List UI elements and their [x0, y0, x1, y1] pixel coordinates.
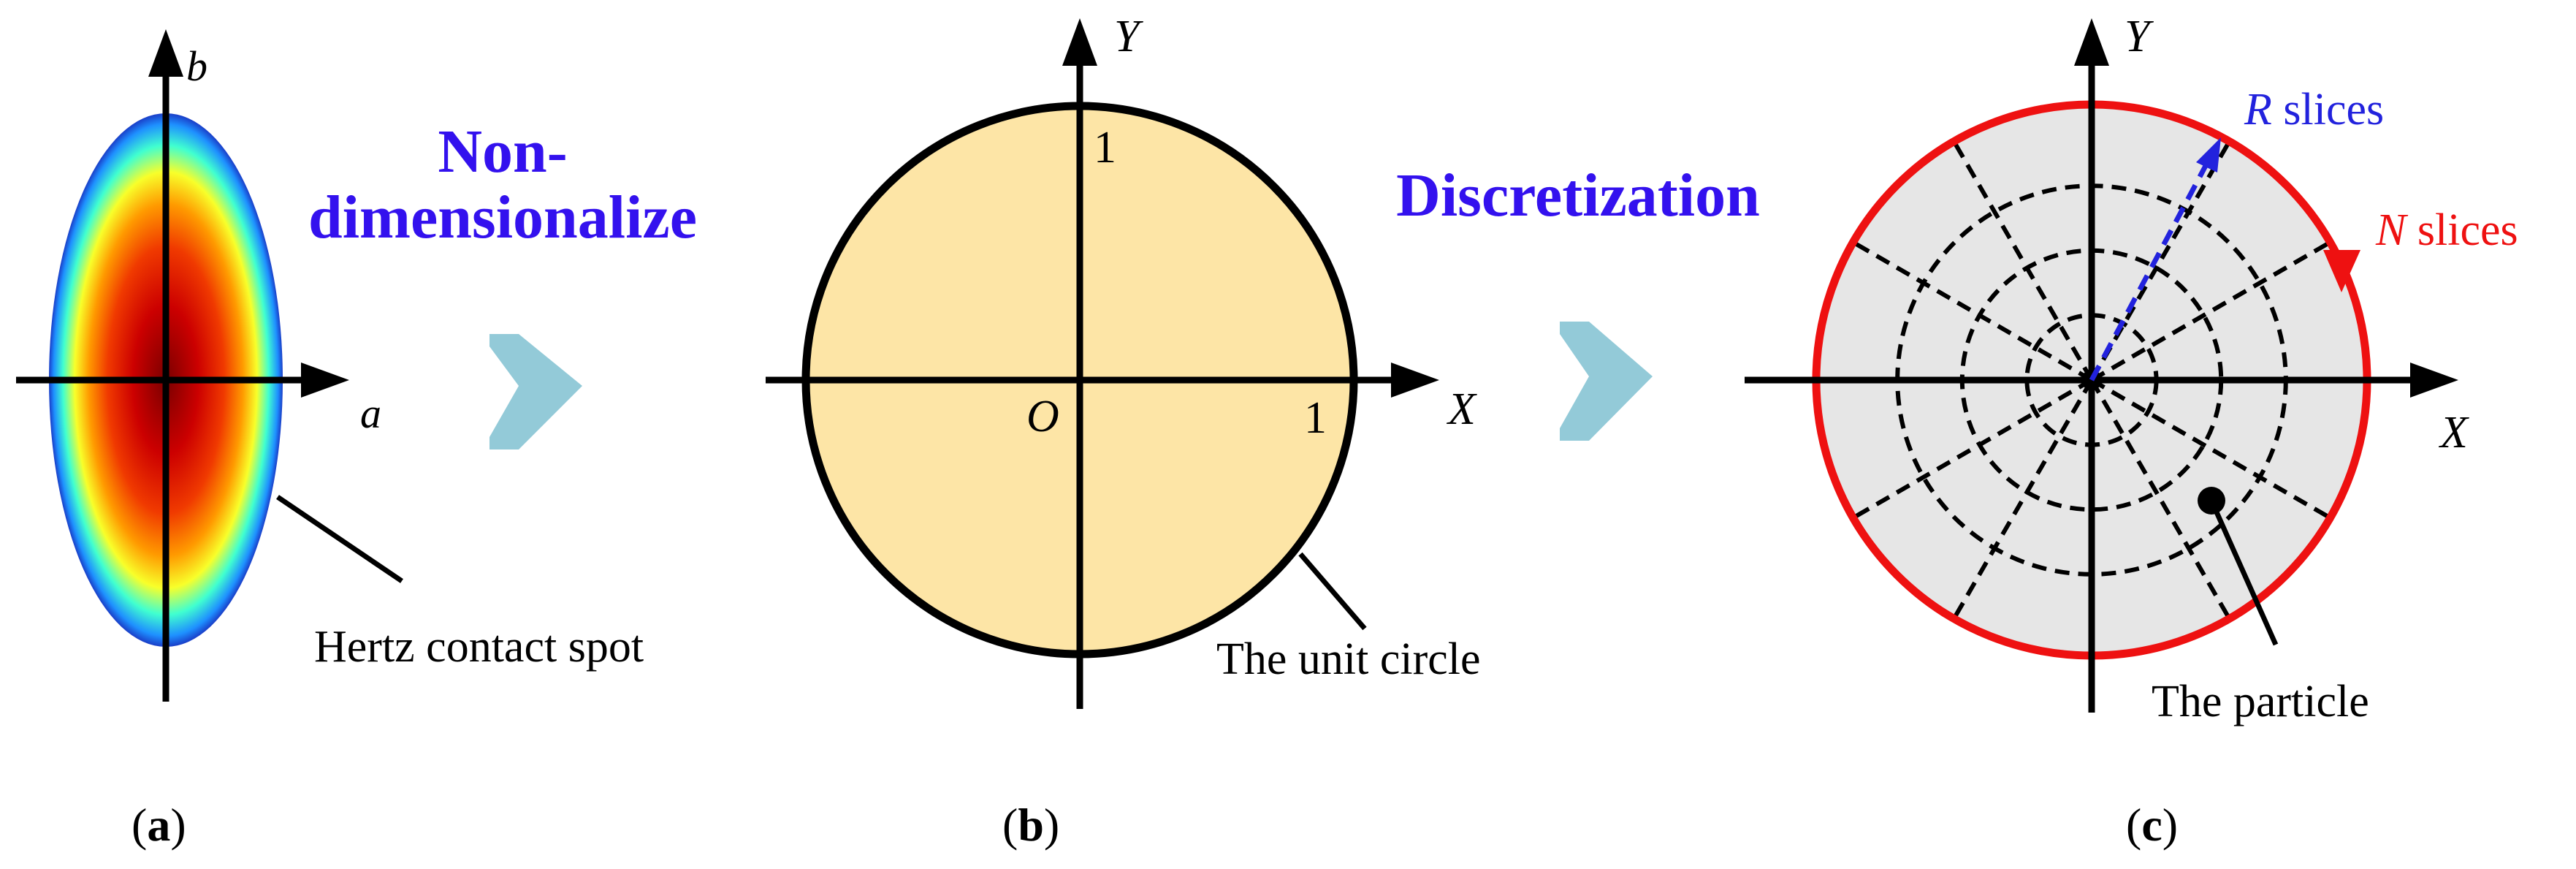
unit-circle-leader-line [1298, 552, 1367, 631]
particle-leader-line [2209, 499, 2279, 646]
axis-b-label: b [186, 42, 207, 90]
r-slices-label: R slices [2244, 85, 2384, 134]
panel-a: b a Hertz contact spot (a) [16, 29, 644, 851]
panel-b: Y X O 1 1 The unit circle (b) [766, 12, 1481, 851]
step-nondimensionalize: Non- dimensionalize [308, 118, 697, 449]
step2-arrow [1560, 322, 1653, 441]
tick-y-1: 1 [1094, 123, 1116, 172]
caption-b: (b) [1002, 799, 1059, 851]
axis-y-label: Y [1114, 12, 1143, 61]
step1-arrow [489, 334, 582, 449]
axis-a-arrowhead [301, 363, 349, 398]
step2-label: Discretization [1396, 162, 1760, 229]
r-slices-arrowhead [2196, 137, 2221, 172]
caption-a-letter: a [147, 799, 170, 851]
hertz-annotation: Hertz contact spot [314, 622, 644, 672]
step1-label-line2: dimensionalize [308, 183, 697, 251]
tick-x-1: 1 [1304, 393, 1327, 443]
axis-y-c-arrowhead [2074, 18, 2109, 66]
particle-annotation: The particle [2152, 677, 2369, 726]
caption-c: (c) [2126, 799, 2178, 851]
unit-circle-annotation: The unit circle [1216, 634, 1481, 684]
panel-c: Y X R slices N slices The particle (c) [1745, 12, 2518, 851]
n-slices-label: N slices [2375, 205, 2518, 255]
axis-x-c-label: X [2438, 408, 2469, 458]
axis-a-label: a [360, 390, 381, 437]
axis-y-c-label: Y [2125, 12, 2154, 61]
n-slices-text: slices [2406, 205, 2518, 255]
caption-c-letter: c [2141, 799, 2162, 851]
axis-b-arrowhead [148, 29, 183, 77]
r-slices-symbol: R [2244, 85, 2272, 134]
n-slices-arrowhead [2323, 250, 2360, 292]
n-slices-symbol: N [2375, 205, 2409, 255]
hertz-leader-line [276, 495, 403, 583]
r-slices-arrow-shaft [2089, 163, 2209, 382]
step-discretization: Discretization [1396, 162, 1760, 441]
origin-label: O [1026, 392, 1059, 441]
axis-x-arrowhead [1391, 363, 1439, 398]
axis-y-arrowhead [1062, 18, 1097, 66]
axis-x-label: X [1446, 384, 1477, 434]
r-slices-text: slices [2272, 85, 2384, 134]
caption-b-letter: b [1018, 799, 1044, 851]
axis-x-c-arrowhead [2410, 363, 2458, 398]
caption-a: (a) [132, 799, 186, 851]
step1-label-line1: Non- [438, 118, 567, 186]
